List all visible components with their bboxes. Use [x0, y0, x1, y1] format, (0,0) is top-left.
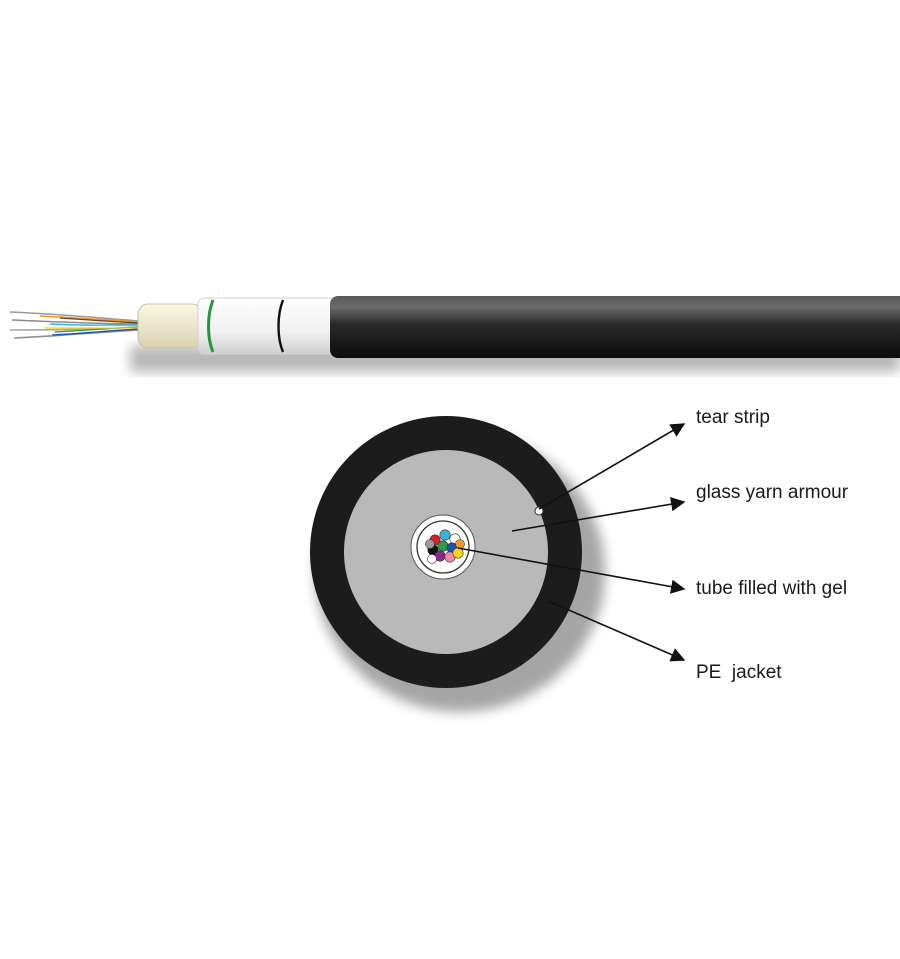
callout-lines [457, 423, 686, 662]
label-tear-strip: tear strip [696, 407, 770, 428]
tear-strip-pointer [538, 423, 686, 510]
pe-jacket-pointer [547, 600, 686, 662]
armour-sleeve-side [197, 297, 339, 355]
fiber-bundle [425, 529, 465, 564]
fiber-strands [9, 311, 141, 339]
fiber-orange [455, 539, 465, 549]
label-tube-filled-with-gel: tube filled with gel [696, 578, 847, 599]
label-pe-jacket: PE jacket [696, 662, 782, 683]
tear-strip-dot [534, 506, 544, 516]
black-marker-stripe [277, 299, 285, 353]
cable-side-view [9, 296, 900, 372]
gel-tube-side [137, 303, 203, 349]
glass-yarn-armour-pointer [511, 497, 686, 532]
callout-labels: tear strip glass yarn armour tube filled… [696, 407, 849, 683]
label-glass-yarn-armour: glass yarn armour [696, 482, 849, 503]
fiber-green [437, 540, 449, 552]
fiber-white-bottom [427, 554, 437, 564]
outer-jacket-side [330, 296, 900, 358]
cable-cross-section [310, 416, 605, 712]
tube-pointer [457, 547, 686, 594]
fiber-lightblue [439, 529, 451, 541]
green-marker-stripe [207, 299, 215, 353]
fiber-grey [425, 539, 435, 549]
